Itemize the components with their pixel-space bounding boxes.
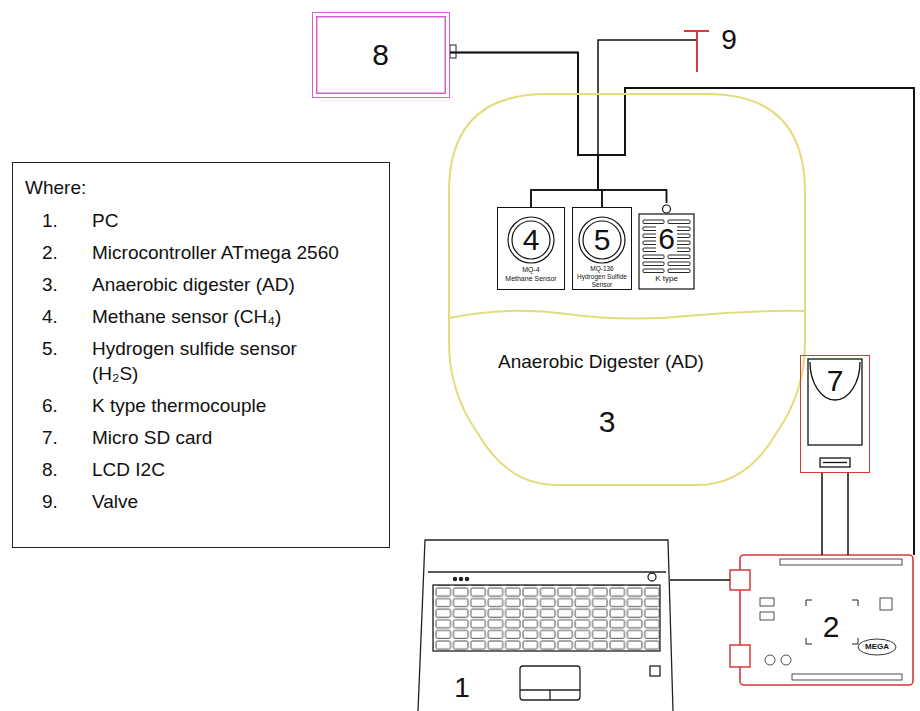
wire (670, 579, 730, 581)
digester-label: Anaerobic Digester (AD) (485, 350, 717, 374)
list-item: Methane sensor (CH₄) (92, 304, 342, 329)
list-number: 5. (42, 336, 92, 386)
callout-number: 7 (813, 364, 857, 398)
sensor-name: Hydrogen Sulfide Sensor (574, 273, 630, 288)
list-item: PC (92, 208, 342, 233)
callout-number: 3 (583, 405, 631, 439)
list-item: Valve (92, 489, 342, 514)
list-item: K type thermocouple (92, 393, 342, 418)
list-item: LCD I2C (92, 457, 342, 482)
list-number: 7. (42, 425, 92, 450)
callout-number: 9 (716, 24, 742, 56)
wire (450, 52, 598, 207)
callout-number: 4 (498, 225, 564, 255)
list-item: Micro SD card (92, 425, 342, 450)
digester-wall (449, 94, 805, 485)
anaerobic-digester: 4MQ-4Methane Sensor5MQ-136Hydrogen Sulfi… (447, 92, 807, 487)
legend-heading: Where: (25, 175, 379, 200)
laptop-pc: 1 (415, 537, 675, 711)
callout-number: 5 (573, 225, 631, 255)
digester-outline (447, 92, 807, 487)
valve-pipe (598, 40, 697, 155)
list-number: 2. (42, 240, 92, 265)
sensor-name: K type (653, 274, 680, 284)
legend-box: Where: 1.PC2.Microcontroller ATmega 25603… (12, 162, 390, 548)
list-number: 1. (42, 208, 92, 233)
list-number: 8. (42, 457, 92, 482)
liquid-surface (449, 311, 805, 319)
lcd-connector (450, 45, 456, 58)
methane-sensor: 4MQ-4Methane Sensor (497, 207, 565, 290)
wire (821, 473, 823, 555)
legend-list: 1.PC2.Microcontroller ATmega 25603.Anaer… (25, 208, 379, 514)
wire (450, 52, 667, 203)
list-number: 9. (42, 489, 92, 514)
hydrogen-sulfide-sensor: 5MQ-136Hydrogen Sulfide Sensor (572, 207, 632, 290)
list-item: Anaerobic digester (AD) (92, 272, 342, 297)
laptop (418, 540, 673, 711)
microcontroller-board: 2MEGA (735, 550, 918, 690)
callout-number: 2 (821, 610, 842, 644)
list-number: 3. (42, 272, 92, 297)
wire (450, 52, 602, 207)
callout-number: 8 (313, 38, 448, 72)
list-item: Microcontroller ATmega 2560 (92, 240, 342, 265)
thermocouple: 6 K type (638, 203, 695, 290)
wire (847, 473, 849, 555)
list-item: Hydrogen sulfide sensor (H₂S) (92, 336, 342, 386)
list-number: 4. (42, 304, 92, 329)
arduino-board (730, 555, 913, 685)
list-number: 6. (42, 393, 92, 418)
sensor-model: MQ-4 (498, 266, 564, 274)
micro-sd-card: 7 (800, 355, 870, 473)
sensor-model: MQ-136 (573, 265, 631, 273)
sensor-name: Methane Sensor (498, 275, 564, 283)
board-logo: MEGA (859, 642, 895, 652)
callout-number: 1 (445, 672, 479, 704)
lcd-display: 8 (312, 12, 450, 98)
valve-symbol (684, 31, 709, 72)
callout-number: 6 (656, 224, 677, 254)
sd-card-detail (808, 359, 862, 467)
thermocouple-ribs (643, 220, 690, 273)
